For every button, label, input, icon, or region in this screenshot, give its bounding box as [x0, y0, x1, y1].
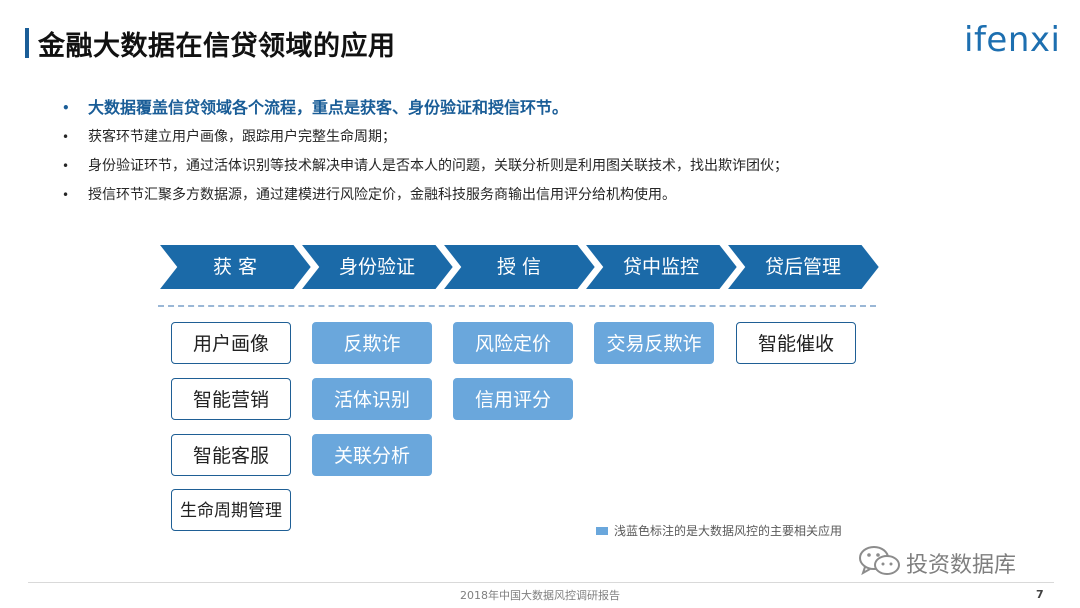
app-box-smart-marketing: 智能营销 [171, 378, 291, 420]
process-chevron [440, 244, 598, 290]
process-chevron [582, 244, 740, 290]
legend-swatch [596, 526, 608, 535]
page-title: 金融大数据在信贷领域的应用 [38, 31, 396, 62]
app-box-smart-customer-service: 智能客服 [171, 434, 291, 476]
process-step-in-loan-monitoring: 贷中监控 [622, 256, 699, 278]
bullet-dot-icon: • [62, 159, 70, 173]
bullet-text: 获客环节建立用户画像，跟踪用户完整生命周期； [88, 129, 396, 145]
bullet-item: • 身份验证环节，通过活体识别等技术解决申请人是否本人的问题，关联分析则是利用图关… [60, 154, 788, 183]
bullet-item: • 大数据覆盖信贷领域各个流程，重点是获客、身份验证和授信环节。 [60, 96, 788, 125]
app-box-anti-fraud: 反欺诈 [312, 322, 432, 364]
footer-divider [28, 582, 1054, 583]
bullet-text: 身份验证环节，通过活体识别等技术解决申请人是否本人的问题，关联分析则是利用图关联… [88, 158, 788, 174]
process-arrows [158, 244, 880, 290]
process-chevron [724, 244, 880, 290]
app-box-smart-collection: 智能催收 [736, 322, 856, 364]
legend: 浅蓝色标注的是大数据风控的主要相关应用 [596, 520, 842, 538]
app-box-risk-pricing: 风险定价 [453, 322, 573, 364]
app-box-user-profile: 用户画像 [171, 322, 291, 364]
process-chevron [158, 244, 314, 290]
process-step-credit-granting: 授 信 [496, 256, 542, 278]
ifenxi-logo: ifenxi [964, 20, 1061, 60]
process-step-post-loan-management: 贷后管理 [764, 256, 841, 278]
app-box-credit-scoring: 信用评分 [453, 378, 573, 420]
process-chevron [298, 244, 456, 290]
bullet-list: • 大数据覆盖信贷领域各个流程，重点是获客、身份验证和授信环节。 • 获客环节建立用… [60, 96, 788, 212]
app-box-association-analysis: 关联分析 [312, 434, 432, 476]
bullet-item: • 获客环节建立用户画像，跟踪用户完整生命周期； [60, 125, 788, 154]
bullet-text: 授信环节汇聚多方数据源，通过建模进行风险定价，金融科技服务商输出信用评分给机构使… [88, 187, 676, 203]
app-box-lifecycle-management: 生命周期管理 [171, 489, 291, 531]
bullet-text: 大数据覆盖信贷领域各个流程，重点是获客、身份验证和授信环节。 [88, 98, 569, 117]
footer-report-title: 2018年中国大数据风控调研报告 [460, 589, 620, 602]
dashed-divider [158, 305, 876, 307]
process-step-identity-verification: 身份验证 [338, 256, 415, 278]
bullet-dot-icon: • [62, 101, 70, 115]
app-box-transaction-anti-fraud: 交易反欺诈 [594, 322, 714, 364]
title-accent-bar [25, 28, 29, 58]
watermark-text: 投资数据库 [906, 553, 1017, 578]
bullet-dot-icon: • [62, 130, 70, 144]
page-number: 7 [1036, 588, 1044, 601]
bullet-dot-icon: • [62, 188, 70, 202]
wechat-icon [858, 544, 902, 582]
legend-text: 浅蓝色标注的是大数据风控的主要相关应用 [614, 524, 843, 538]
process-flow: 获 客 身份验证 授 信 贷中监控 贷后管理 [158, 244, 880, 290]
bullet-item: • 授信环节汇聚多方数据源，通过建模进行风险定价，金融科技服务商输出信用评分给机构… [60, 183, 788, 212]
process-step-acquisition: 获 客 [212, 256, 258, 278]
app-box-liveness-detection: 活体识别 [312, 378, 432, 420]
watermark: 投资数据库 [858, 544, 1016, 582]
